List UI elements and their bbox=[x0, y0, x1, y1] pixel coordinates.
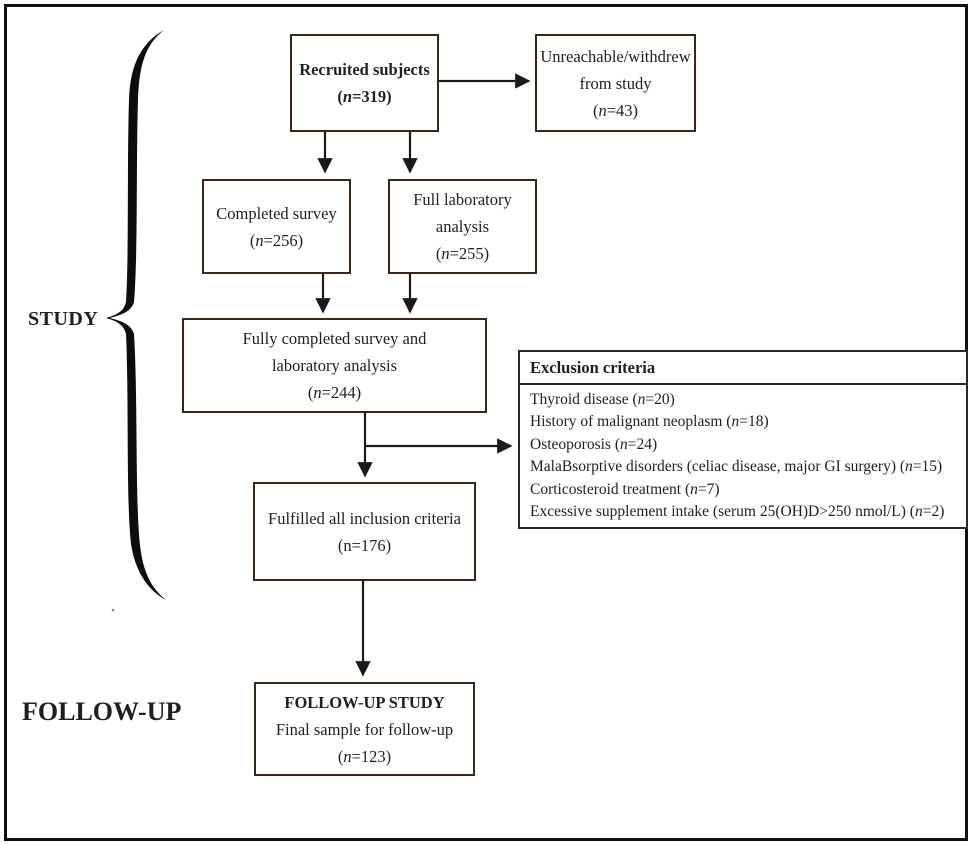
box-unreachable-withdrew: Unreachable/withdrew from study (n=43) bbox=[535, 34, 696, 132]
exclusion-item: Corticosteroid treatment (n=7) bbox=[530, 480, 720, 498]
exclusion-item: Thyroid disease (n=20) bbox=[530, 391, 675, 408]
exclusion-criteria-list: Thyroid disease (n=20) History of malign… bbox=[520, 385, 966, 523]
box-count: (n=244) bbox=[307, 383, 362, 402]
box-completed-survey: Completed survey (n=256) bbox=[202, 179, 351, 274]
box-count: (n=176) bbox=[337, 535, 392, 555]
section-label-study: STUDY bbox=[28, 308, 99, 330]
stray-dot bbox=[111, 608, 115, 612]
exclusion-item: History of malignant neoplasm (n=18) bbox=[530, 413, 769, 431]
box-line: analysis bbox=[435, 217, 490, 236]
box-count: (n=319) bbox=[337, 87, 392, 106]
curly-brace bbox=[106, 30, 166, 600]
exclusion-criteria-title: Exclusion criteria bbox=[520, 352, 966, 385]
box-line: Full laboratory bbox=[413, 190, 512, 209]
exclusion-item: Osteoporosis (n=24) bbox=[530, 435, 658, 453]
box-line: Completed survey bbox=[216, 203, 337, 223]
box-count: (n=255) bbox=[435, 244, 490, 263]
box-exclusion-criteria: Exclusion criteria Thyroid disease (n=20… bbox=[518, 350, 968, 529]
box-fulfilled-inclusion-criteria: Fulfilled all inclusion criteria (n=176) bbox=[253, 482, 476, 581]
box-line: laboratory analysis bbox=[271, 356, 398, 375]
box-full-laboratory-analysis: Full laboratory analysis (n=255) bbox=[388, 179, 537, 274]
box-line: Fully completed survey and bbox=[242, 329, 427, 348]
box-line: Final sample for follow-up bbox=[275, 719, 454, 739]
box-count: (n=43) bbox=[592, 100, 639, 120]
box-recruited-subjects: Recruited subjects (n=319) bbox=[290, 34, 439, 132]
box-fully-completed-survey-and-lab: Fully completed survey and laboratory an… bbox=[182, 318, 487, 413]
section-label-follow-up: FOLLOW-UP bbox=[22, 697, 182, 726]
box-line: Unreachable/withdrew bbox=[540, 46, 691, 66]
box-line: Fulfilled all inclusion criteria bbox=[268, 508, 461, 528]
box-line: from study bbox=[579, 73, 652, 93]
box-line: Recruited subjects bbox=[299, 60, 430, 79]
box-follow-up-study: FOLLOW-UP STUDY Final sample for follow-… bbox=[254, 682, 475, 776]
box-count: (n=123) bbox=[337, 746, 392, 766]
exclusion-item: Excessive supplement intake (serum 25(OH… bbox=[530, 503, 945, 521]
exclusion-item: MalaBsorptive disorders (celiac disease,… bbox=[530, 458, 943, 476]
box-title: FOLLOW-UP STUDY bbox=[284, 692, 445, 712]
box-count: (n=256) bbox=[249, 230, 304, 250]
